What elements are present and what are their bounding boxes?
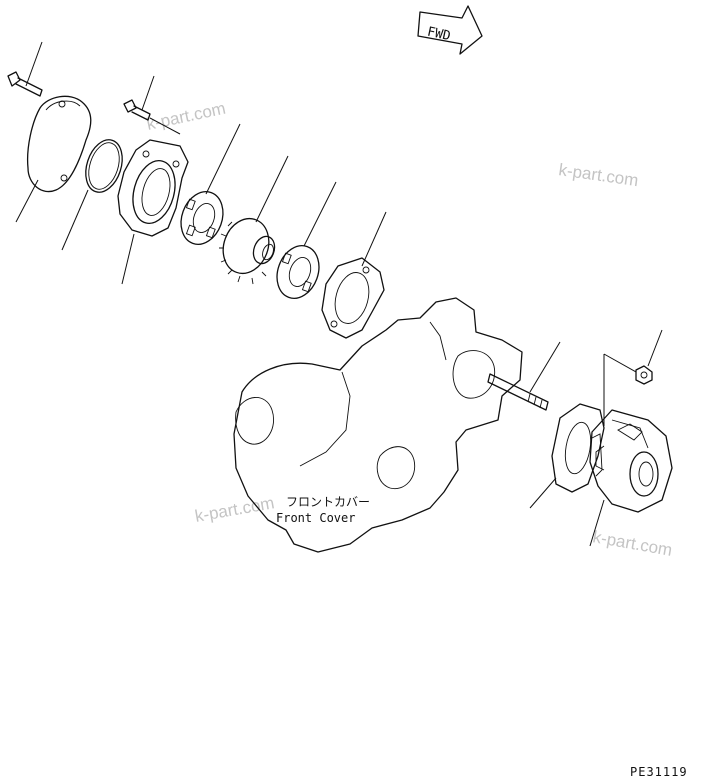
pump-gasket-icon — [529, 403, 605, 509]
nut-icon — [635, 329, 663, 385]
front-cover-jp-label: フロントカバー — [286, 495, 370, 509]
cover-plate-icon — [15, 95, 92, 223]
small-bolt-icon — [123, 75, 181, 135]
fwd-arrow-icon: FWD — [417, 5, 483, 55]
front-cover-en-label: Front Cover — [276, 511, 355, 525]
gear-icon — [219, 155, 289, 285]
o-ring-icon — [61, 139, 123, 251]
bearing-icon — [180, 123, 241, 245]
front-cover-icon: フロントカバー Front Cover — [233, 297, 523, 553]
gasket-icon — [321, 211, 387, 339]
watermark-4: k-part.com — [591, 527, 673, 560]
bearing-housing-icon — [117, 139, 189, 285]
fwd-label: FWD — [426, 25, 452, 45]
watermark-2: k-part.com — [557, 160, 639, 190]
hydraulic-pump-icon — [589, 353, 673, 547]
watermark-1: k-part.com — [145, 99, 227, 134]
stud-bolt-icon — [487, 341, 561, 411]
bearing-2-icon — [276, 181, 337, 299]
watermark-3: k-part.com — [193, 493, 275, 526]
bolt-icon — [7, 41, 43, 97]
page-code: PE31119 — [630, 765, 688, 779]
